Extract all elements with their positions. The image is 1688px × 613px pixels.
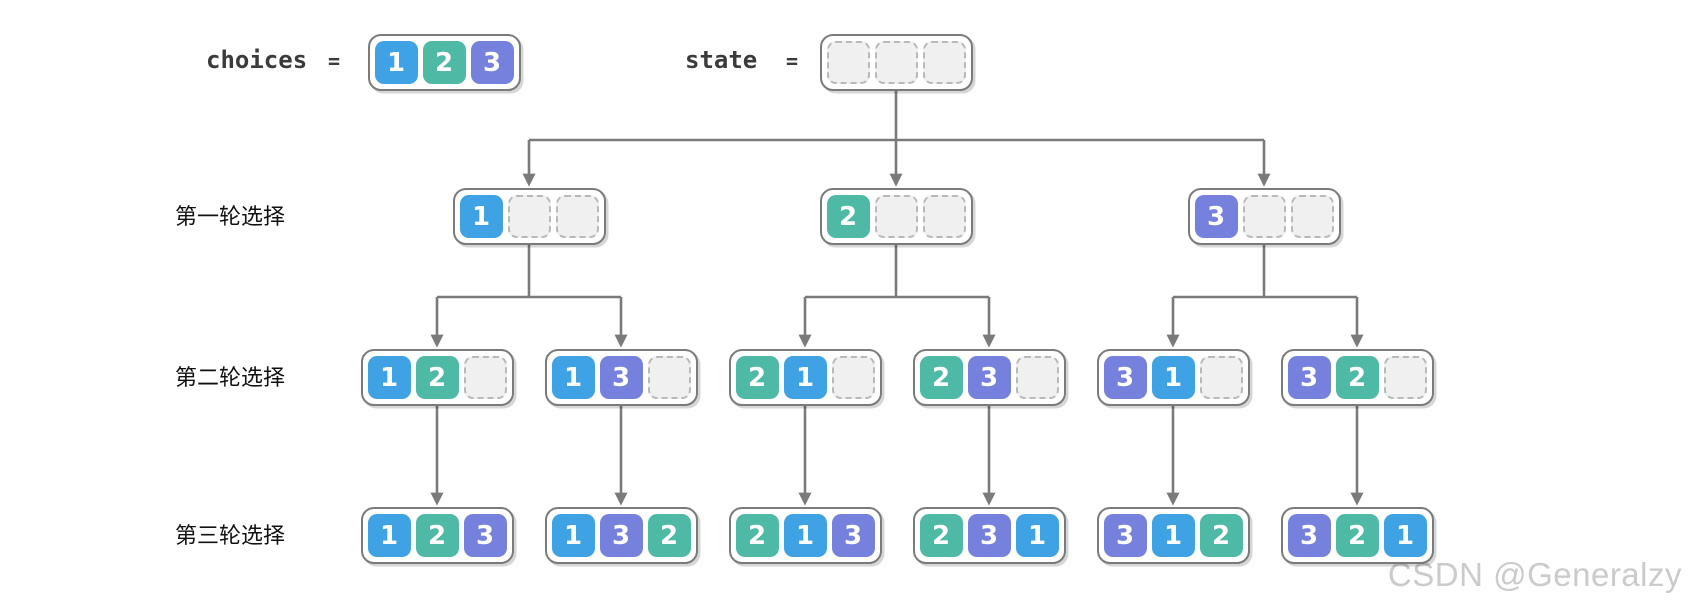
choice-cell-3: 3: [1194, 195, 1238, 238]
row-label-round-2: 第二轮选择: [175, 365, 286, 390]
empty-slot: [1015, 356, 1059, 399]
choice-cell-3: 3: [1287, 514, 1331, 557]
state-label: state: [685, 46, 758, 74]
empty-slot: [647, 356, 691, 399]
empty-slot: [826, 41, 870, 84]
empty-slot: [874, 195, 918, 238]
empty-slot: [555, 195, 599, 238]
choice-cell-3: 3: [599, 514, 643, 557]
choice-cell-2: 2: [422, 41, 466, 84]
choice-cell-1: 1: [1151, 356, 1195, 399]
empty-slot: [922, 41, 966, 84]
choice-cell-1: 1: [551, 356, 595, 399]
empty-slot: [1383, 356, 1427, 399]
choice-cell-1: 1: [367, 356, 411, 399]
choice-cell-1: 1: [1151, 514, 1195, 557]
choice-cell-3: 3: [831, 514, 875, 557]
choice-cell-3: 3: [967, 356, 1011, 399]
state-root-node: [819, 34, 973, 91]
state-node-r1-2: 2: [819, 188, 973, 245]
choice-cell-2: 2: [919, 514, 963, 557]
state-equals-sign: =: [786, 49, 799, 73]
empty-slot: [1199, 356, 1243, 399]
choice-cell-2: 2: [1335, 356, 1379, 399]
choice-cell-3: 3: [967, 514, 1011, 557]
choice-cell-3: 3: [599, 356, 643, 399]
choice-cell-1: 1: [551, 514, 595, 557]
choice-cell-2: 2: [919, 356, 963, 399]
choice-cell-2: 2: [1335, 514, 1379, 557]
choice-cell-1: 1: [783, 356, 827, 399]
choice-cell-2: 2: [1199, 514, 1243, 557]
empty-slot: [874, 41, 918, 84]
choice-cell-3: 3: [470, 41, 514, 84]
choice-cell-1: 1: [1015, 514, 1059, 557]
choice-cell-2: 2: [735, 514, 779, 557]
state-node-r1-1: 1: [452, 188, 606, 245]
empty-slot: [507, 195, 551, 238]
row-label-round-1: 第一轮选择: [175, 204, 286, 229]
choice-cell-1: 1: [367, 514, 411, 557]
row-label-round-3: 第三轮选择: [175, 523, 286, 548]
choice-cell-2: 2: [735, 356, 779, 399]
choice-cell-1: 1: [783, 514, 827, 557]
choice-cell-1: 1: [459, 195, 503, 238]
choices-label: choices: [206, 46, 308, 74]
choice-cell-3: 3: [1287, 356, 1331, 399]
choice-cell-2: 2: [415, 356, 459, 399]
choice-cell-1: 1: [374, 41, 418, 84]
choice-cell-2: 2: [826, 195, 870, 238]
watermark: CSDN @Generalzy: [1387, 556, 1682, 593]
empty-slot: [922, 195, 966, 238]
choice-cell-2: 2: [415, 514, 459, 557]
empty-slot: [1290, 195, 1334, 238]
choice-cell-3: 3: [1103, 514, 1147, 557]
choice-cell-2: 2: [647, 514, 691, 557]
choices-equals-sign: =: [328, 49, 341, 73]
empty-slot: [1242, 195, 1286, 238]
choice-cell-3: 3: [1103, 356, 1147, 399]
choice-cell-3: 3: [463, 514, 507, 557]
empty-slot: [463, 356, 507, 399]
empty-slot: [831, 356, 875, 399]
choice-cell-1: 1: [1383, 514, 1427, 557]
state-node-r1-3: 3: [1187, 188, 1341, 245]
